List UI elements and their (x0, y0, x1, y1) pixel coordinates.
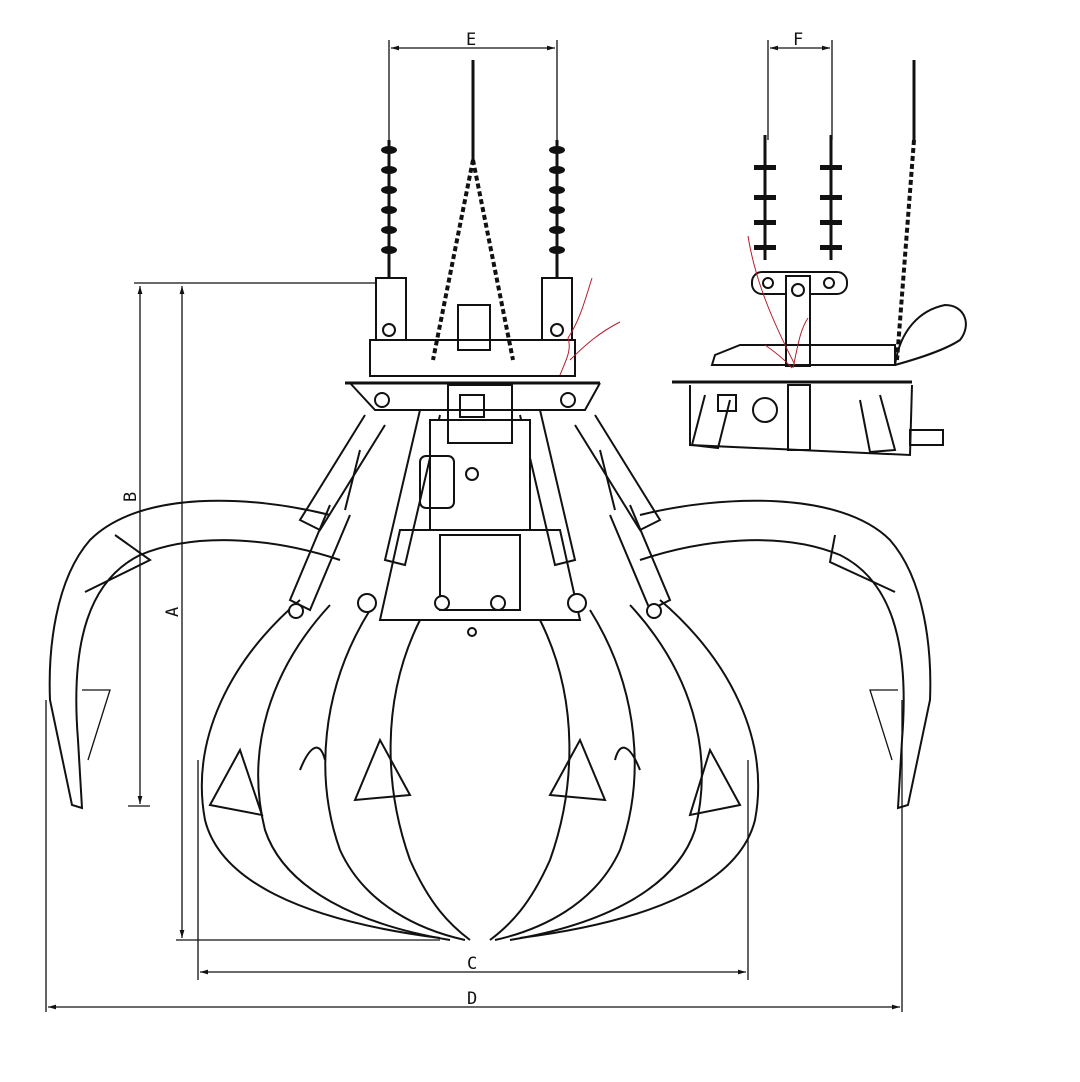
open-tine-right (639, 499, 932, 810)
pivot-pins (288, 392, 662, 619)
closed-tines (200, 599, 760, 941)
front-view (48, 60, 932, 941)
chain (431, 60, 515, 361)
dimension-lines: E F B A C D (45, 30, 903, 1012)
dim-label-d: D (467, 989, 477, 1009)
dim-label-b: B (121, 492, 141, 502)
red-annotation-front (559, 277, 621, 376)
top-plate (345, 304, 601, 411)
side-view (672, 60, 967, 457)
dim-label-a: A (163, 607, 183, 617)
open-tine-left (48, 499, 341, 810)
central-body (378, 384, 582, 637)
dim-label-f: F (793, 30, 803, 50)
dim-label-e: E (466, 30, 476, 50)
dim-label-c: C (467, 954, 477, 974)
suspension-rods (375, 140, 573, 341)
